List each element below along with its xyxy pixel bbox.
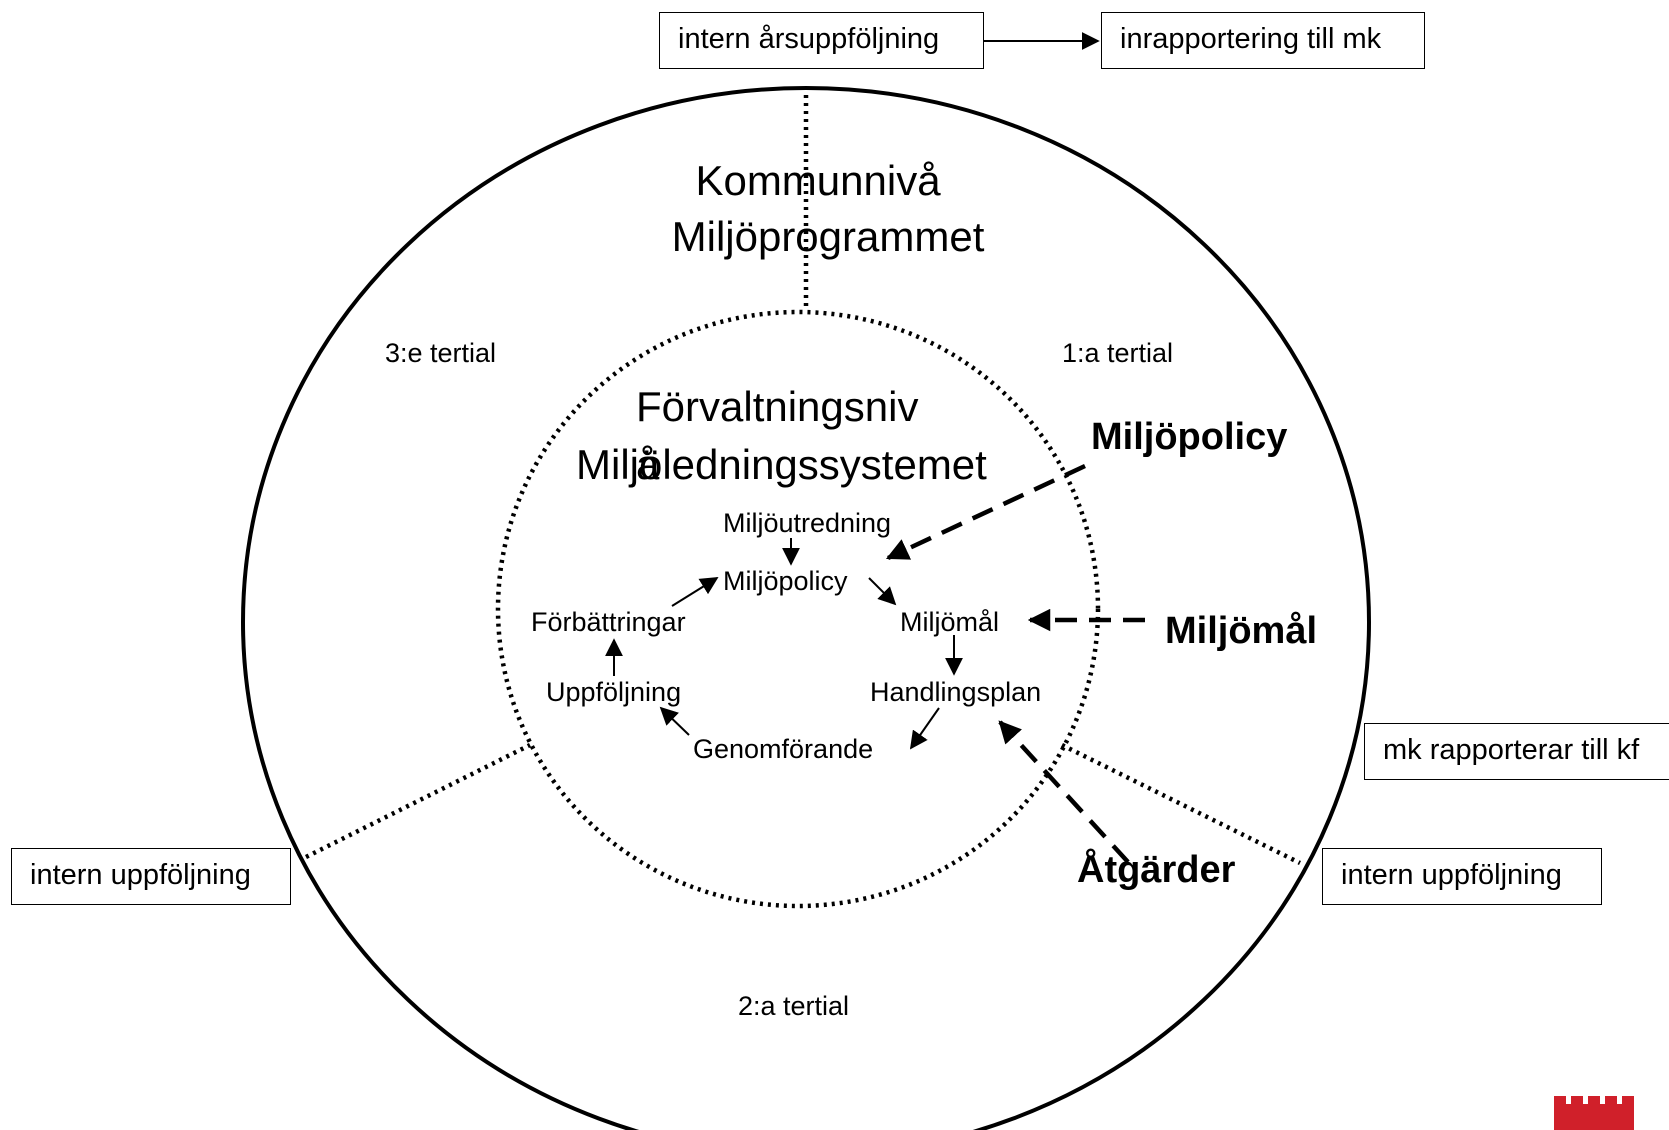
box-inrapportering: inrapportering till mk [1101,12,1425,69]
cycle-handlingsplan: Handlingsplan [870,677,1042,707]
cycle-miljopolicy: Miljöpolicy [723,566,848,596]
box-intern-arsuppfoljning: intern årsuppföljning [659,12,984,69]
inner-title-overlap: å [636,441,660,488]
external-atgarder: Åtgärder [1077,849,1236,891]
box-intern-uppfoljning-right: intern uppföljning [1322,848,1602,905]
outer-title-line2: Miljöprogrammet [671,213,985,260]
box-intern-uppfoljning-left: intern uppföljning [11,848,291,905]
dashed-arrow-atgarder [998,720,1130,864]
cycle-genomforande: Genomförande [693,734,874,764]
inner-title-line1: Förvaltningsniv [636,383,919,430]
arrow-genomforande-uppfoljning [659,706,690,736]
inner-title-line2: Miljöledningssystemet [576,441,987,488]
external-miljopolicy: Miljöpolicy [1091,416,1288,458]
arrow-forbattringar-policy [671,577,719,607]
cycle-uppfoljning: Uppföljning [546,677,682,707]
outer-title-line1: Kommunnivå [695,157,941,204]
castle-logo-icon [1554,1096,1634,1130]
divider-left [304,742,532,860]
cycle-forbattringar: Förbättringar [531,607,686,637]
divider-right [1061,742,1301,866]
tertial-3: 3:e tertial [385,338,497,368]
external-miljomal: Miljömål [1165,610,1318,652]
cycle-miljoutredning: Miljöutredning [722,508,892,538]
box-mk-rapporterar: mk rapporterar till kf [1364,723,1669,780]
arrow-handlingsplan-genomforande [909,707,940,750]
tertial-1: 1:a tertial [1062,338,1174,368]
inner-circle [495,309,1101,909]
cycle-miljomal: Miljömål [900,607,1000,637]
arrow-policy-mal [868,577,897,606]
dashed-arrow-miljopolicy [885,463,1086,561]
outer-circle [241,86,1371,1130]
tertial-2: 2:a tertial [738,991,850,1021]
